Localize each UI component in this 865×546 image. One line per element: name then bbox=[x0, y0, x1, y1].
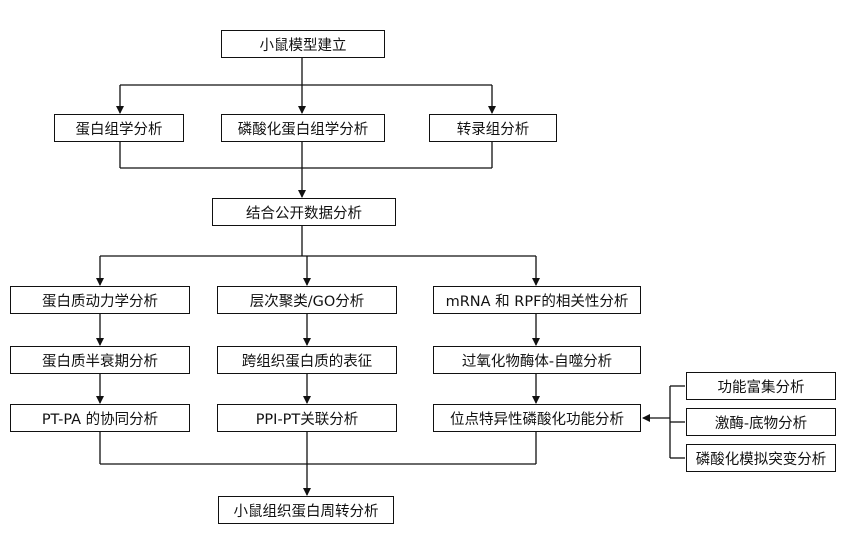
node-site-specific-phosphorylation: 位点特异性磷酸化功能分析 bbox=[433, 404, 641, 432]
node-protein-half-life: 蛋白质半衰期分析 bbox=[10, 346, 190, 374]
node-ppi-pt-association: PPI-PT关联分析 bbox=[217, 404, 397, 432]
node-tissue-protein-turnover: 小鼠组织蛋白周转分析 bbox=[218, 496, 394, 524]
node-clustering-go: 层次聚类/GO分析 bbox=[217, 286, 397, 314]
node-proteomics: 蛋白组学分析 bbox=[54, 114, 184, 142]
node-functional-enrichment: 功能富集分析 bbox=[686, 372, 836, 400]
node-phosphoproteomics: 磷酸化蛋白组学分析 bbox=[221, 114, 385, 142]
node-phospho-mimic-mutation: 磷酸化模拟突变分析 bbox=[686, 444, 836, 472]
node-mouse-model: 小鼠模型建立 bbox=[221, 30, 385, 58]
node-cross-tissue-proteins: 跨组织蛋白质的表征 bbox=[217, 346, 397, 374]
node-combined-public-data: 结合公开数据分析 bbox=[212, 198, 396, 226]
node-pt-pa-synergy: PT-PA 的协同分析 bbox=[10, 404, 190, 432]
node-kinase-substrate: 激酶-底物分析 bbox=[686, 408, 836, 436]
node-peroxisome-autophagy: 过氧化物酶体-自噬分析 bbox=[433, 346, 641, 374]
node-protein-dynamics: 蛋白质动力学分析 bbox=[10, 286, 190, 314]
node-transcriptomics: 转录组分析 bbox=[429, 114, 557, 142]
node-mrna-rpf-correlation: mRNA 和 RPF的相关性分析 bbox=[433, 286, 641, 314]
